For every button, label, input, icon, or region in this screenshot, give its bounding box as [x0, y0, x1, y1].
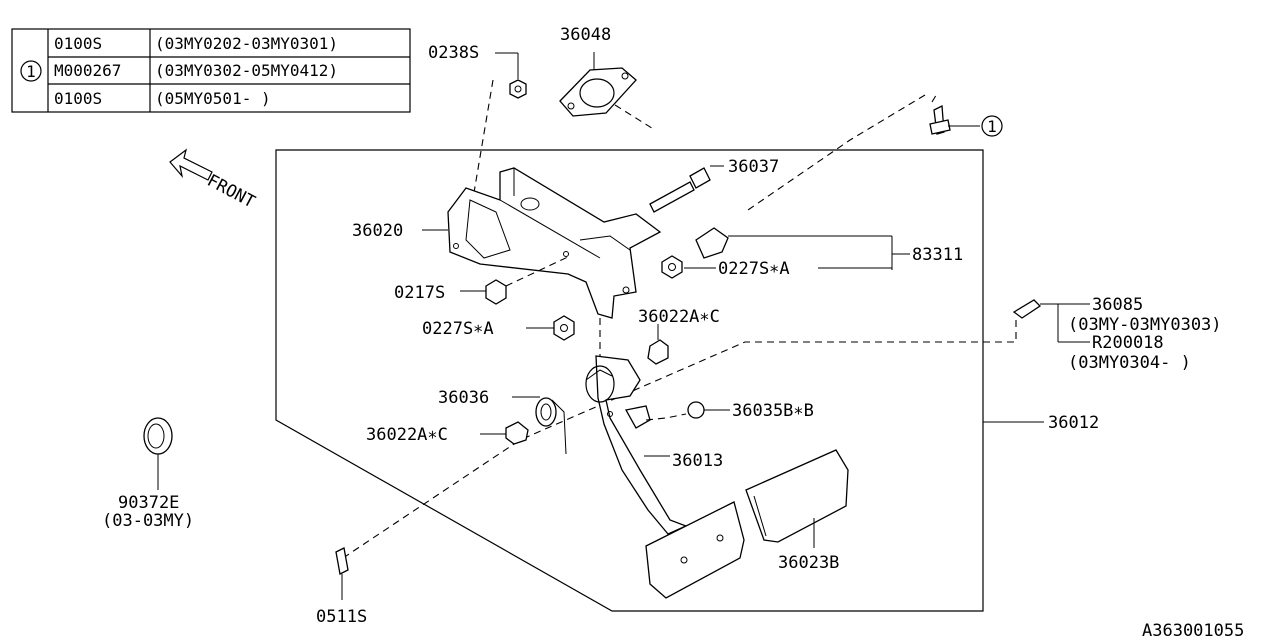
label-36013: 36013: [672, 451, 723, 471]
assembly-boundary: [275, 149, 984, 612]
bolt-36037: [649, 165, 724, 213]
clip-36085: [339, 299, 1090, 561]
bushing-36022a-c-low: [480, 421, 529, 445]
nut-0238s: [465, 52, 527, 241]
nut-0227s-a-top: [661, 255, 892, 279]
label-r200018: R200018: [1092, 333, 1164, 353]
front-label: FRONT: [204, 171, 259, 213]
front-direction-arrow: FRONT: [169, 148, 259, 213]
label-90372e-range: (03-03MY): [102, 511, 194, 531]
legend-table: 1 0100S (03MY0202-03MY0301) M000267 (03M…: [11, 28, 411, 113]
legend-row-3-part: 0100S: [54, 89, 102, 108]
label-36023b: 36023B: [778, 553, 839, 573]
pedal-bracket-36020: [422, 167, 662, 319]
bolt-ref-1: [744, 91, 1003, 213]
nut-0227s-a-mid: [526, 315, 601, 360]
nut-0217s: [460, 255, 571, 305]
label-36022a-c-low: 36022A∗C: [366, 425, 448, 445]
label-36048: 36048: [560, 25, 611, 45]
legend-marker-circle: [20, 60, 42, 82]
bushing-36035b-b: [645, 401, 730, 421]
legend-row-2-range: (03MY0302-05MY0412): [155, 61, 338, 80]
pedal-pad-36023b: [745, 449, 849, 548]
label-r200018-range: (03MY0304- ): [1068, 353, 1191, 373]
label-0217s: 0217S: [394, 283, 445, 303]
label-36037: 36037: [728, 157, 779, 177]
legend-row-1-part: 0100S: [54, 34, 102, 53]
label-83311: 83311: [912, 245, 963, 265]
label-0511s: 0511S: [316, 607, 367, 627]
bushing-36022a-c-top: [647, 324, 669, 365]
ref-marker: 1: [987, 117, 997, 136]
legend-marker: 1: [26, 62, 36, 81]
label-0227s-a-top: 0227S∗A: [718, 259, 790, 279]
pedal-pad: [645, 501, 745, 599]
label-36020: 36020: [352, 221, 403, 241]
clip-0511s: [335, 547, 349, 600]
label-36012: 36012: [1048, 413, 1099, 433]
brake-pedal-36013: [585, 355, 688, 535]
bushing-36036: [512, 396, 567, 455]
switch-83311: [695, 227, 910, 270]
plug-90372e: [143, 417, 173, 490]
label-36036: 36036: [438, 388, 489, 408]
label-90372e: 90372E: [118, 493, 179, 513]
label-0238s: 0238S: [428, 43, 479, 63]
label-36085-range: (03MY-03MY0303): [1068, 315, 1222, 335]
label-36035b-b: 36035B∗B: [732, 401, 814, 421]
diagram-id: A363001055: [1142, 621, 1244, 640]
legend-row-2-part: M000267: [54, 61, 121, 80]
label-36085: 36085: [1092, 295, 1143, 315]
legend-row-1-range: (03MY0202-03MY0301): [155, 34, 338, 53]
ref-marker-circle: [981, 115, 1003, 137]
grommet-36048: [559, 52, 656, 131]
legend-row-3-range: (05MY0501- ): [155, 89, 271, 108]
label-36022a-c-top: 36022A∗C: [638, 307, 720, 327]
label-0227s-a-mid: 0227S∗A: [422, 319, 494, 339]
